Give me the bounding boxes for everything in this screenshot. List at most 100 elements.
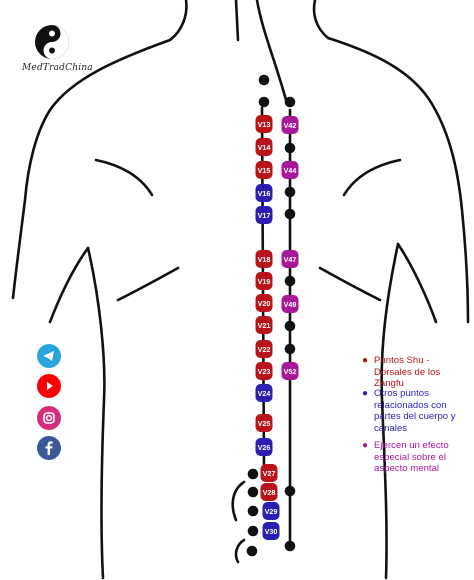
point-dot [247,505,259,517]
point-marker [255,272,273,290]
outer-point-marker [284,96,296,108]
point-marker [281,250,299,268]
point-marker [255,362,273,380]
outer-point-marker [284,485,296,497]
point-label: V14 [258,143,271,152]
point-marker [255,250,273,268]
legend-text: Puntos Shu - Dorsales de los Zangfu [374,355,441,389]
point-label: V30 [265,527,278,536]
point-marker [281,295,299,313]
point-v23: V23 [255,362,273,380]
point-label: V24 [258,389,271,398]
point-dot [284,343,296,355]
point-label: V42 [284,121,297,130]
point-marker [262,502,280,520]
point-dot [284,485,296,497]
point-v16: V16 [255,184,273,202]
point-label: V18 [258,255,271,264]
point-label: V15 [258,166,271,175]
point-v44: V44 [281,161,299,179]
outer-point-marker [284,186,296,198]
point-v42: V42 [281,116,299,134]
point-dot [246,545,258,557]
point-marker [255,138,273,156]
point-dot [284,142,296,154]
point-v52: V52 [281,362,299,380]
point-v25: V25 [255,414,273,432]
outer-point-marker [284,208,296,220]
facebook-icon [37,436,61,460]
point-label: V29 [265,507,278,516]
point-v13: V13 [255,115,273,133]
point-v28: V28 [260,483,278,501]
outer-point-marker [284,142,296,154]
point-v19: V19 [255,272,273,290]
point-v20: V20 [255,294,273,312]
point-marker [255,438,273,456]
point-marker [281,161,299,179]
point-marker [281,362,299,380]
point-v24: V24 [255,384,273,402]
point-marker [281,116,299,134]
point-marker [260,464,278,482]
point-v29: V29 [262,502,280,520]
point-label: V22 [258,345,271,354]
legend-bullet: ● [362,388,369,399]
point-v30: V30 [262,522,280,540]
instagram-button[interactable] [37,406,61,430]
point-dot [247,486,259,498]
point-dot [284,320,296,332]
point-v27: V27 [260,464,278,482]
sacral-point-marker [247,486,259,498]
point-dot [284,208,296,220]
point-marker [255,115,273,133]
point-v26: V26 [255,438,273,456]
point-dot [284,186,296,198]
telegram-icon [37,344,61,368]
instagram-icon [37,406,61,430]
point-dot [284,96,296,108]
point-v49: V49 [281,295,299,313]
facebook-button[interactable] [37,436,61,460]
point-v18: V18 [255,250,273,268]
point-v17: V17 [255,206,273,224]
point-label: V25 [258,419,271,428]
point-label: V28 [263,488,276,497]
point-label: V20 [258,299,271,308]
point-v47: V47 [281,250,299,268]
outer-point-marker [284,275,296,287]
point-label: V52 [284,367,297,376]
point-marker [255,161,273,179]
point-label: V26 [258,443,271,452]
youtube-button[interactable] [37,374,61,398]
point-label: V44 [284,166,297,175]
point-marker [262,522,280,540]
sacral-point-marker [247,525,259,537]
point-v15: V15 [255,161,273,179]
point-label: V49 [284,300,297,309]
point-marker [260,483,278,501]
point-v22: V22 [255,340,273,358]
point-dot [284,540,296,552]
point-dot [247,468,259,480]
point-label: V27 [263,469,276,478]
legend-text: Otros puntos relacionados con partes del… [374,388,456,434]
point-v21: V21 [255,316,273,334]
youtube-icon [37,374,61,398]
point-marker [255,414,273,432]
point-label: V17 [258,211,271,220]
telegram-button[interactable] [37,344,61,368]
outer-point-marker [284,540,296,552]
brand-name: MedTradChina [22,63,93,73]
point-dot [258,96,270,108]
legend-text: Ejercen un efecto especial sobre el aspe… [374,440,449,474]
sacral-point-marker [247,505,259,517]
legend-bullet: ● [362,355,369,366]
point-label: V19 [258,277,271,286]
outer-point-marker [284,320,296,332]
point-marker [255,206,273,224]
point-marker [255,294,273,312]
point-dot [247,525,259,537]
point-marker [255,384,273,402]
